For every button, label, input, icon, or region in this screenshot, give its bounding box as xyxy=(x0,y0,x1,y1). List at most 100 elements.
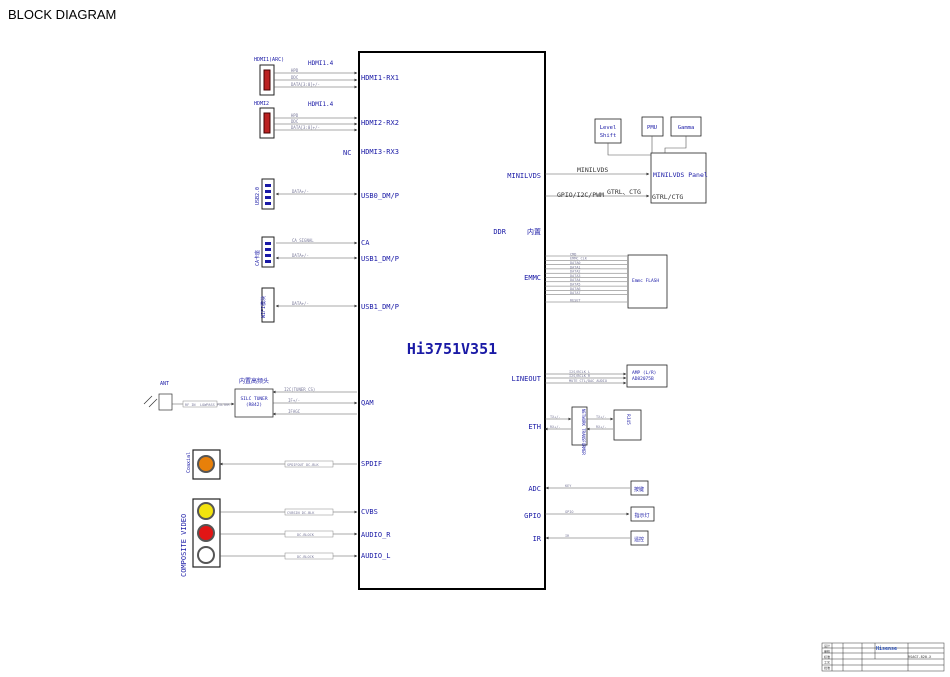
minilvds-line-label: MINILVDS xyxy=(577,166,608,174)
emmc-bus-label: DATA4 xyxy=(570,278,581,282)
hdmi1-port-icon xyxy=(263,69,271,91)
spdif-box: SPDIFOUT DC-BLK xyxy=(287,463,320,467)
key-line: KEY xyxy=(565,484,572,488)
title-block-row-label: 工艺 xyxy=(824,660,830,665)
hdmi1-hpd: HPD xyxy=(291,68,299,73)
pin-nc: NC xyxy=(343,149,351,157)
tuner-agc: IFAGC xyxy=(288,409,301,414)
minilvds-panel-label: MINILVDS Panel xyxy=(653,171,708,179)
composite-label: COMPOSITE VIDEO xyxy=(180,514,188,577)
ca-signal: CA_SIGNAL xyxy=(292,238,314,243)
amp-line-3: MUTE_CTL/DAC_AUDIO xyxy=(569,379,607,383)
ir-line: IR xyxy=(565,534,570,538)
tuner-part: (R842) xyxy=(246,402,262,408)
ant-connector xyxy=(158,393,173,411)
amp-line-2: I2S/BCLK_R xyxy=(569,374,591,378)
title-block xyxy=(821,642,945,672)
pin-qam: QAM xyxy=(361,399,374,407)
key-box xyxy=(630,480,649,496)
product-code: RSAG7.820.X xyxy=(908,655,932,659)
pin-minilvds: MINILVDS xyxy=(507,172,541,180)
emmc-bus-label: DATA0 xyxy=(570,261,581,265)
pin-cvbs: CVBS xyxy=(361,508,378,516)
hdmi2-ddc: DDC xyxy=(291,119,299,124)
hdmi1-ver: HDMI1.4 xyxy=(308,60,334,67)
tuner-header: 内置高频头 xyxy=(239,377,269,385)
emmc-bus-label: DATA1 xyxy=(570,265,581,269)
pin-hdmi2: HDMI2-RX2 xyxy=(361,119,399,127)
hdmi1-data: DATA[3:0]+/- xyxy=(291,82,320,87)
emmc-bus-label: DATA6 xyxy=(570,287,581,291)
tuner-if: IF+/- xyxy=(288,398,300,403)
pin-usb0: USB0_DM/P xyxy=(361,192,399,200)
level-shift-box xyxy=(594,118,622,144)
pmu-box xyxy=(641,116,664,137)
eth-tx: TX+/- xyxy=(550,415,561,419)
title-block-row-label: 标准 xyxy=(824,654,830,659)
lowpass-filter xyxy=(182,400,218,408)
tuner-box xyxy=(234,388,274,418)
emmc-flash-box xyxy=(627,254,668,309)
pin-ir: IR xyxy=(533,535,542,543)
pin-usb1a: USB1_DM/P xyxy=(361,255,399,263)
title-block-row-label: 批准 xyxy=(824,665,830,670)
eth-tx-2: TX+/- xyxy=(596,415,607,419)
led-box xyxy=(630,506,655,522)
usb2-label: USB2.0 xyxy=(255,187,261,205)
emmc-bus-label: EMMC_CLK xyxy=(570,257,588,261)
chip-name: Hi3751V351 xyxy=(407,340,497,358)
eth-rx-2: RX+/- xyxy=(596,425,607,429)
cvbs-box: CVBSIN DC-BLK xyxy=(287,511,315,515)
eth-rx: RX+/- xyxy=(550,425,561,429)
pin-eth: ETH xyxy=(528,423,541,431)
pin-hdmi1: HDMI1-RX1 xyxy=(361,74,399,82)
tuner-name: SILC TUNER xyxy=(240,396,267,402)
pin-ddr: DDR xyxy=(493,228,506,236)
network-transformer-box xyxy=(571,406,588,446)
key-label: 按键 xyxy=(634,486,644,493)
audio-r-box: DC-BLOCK xyxy=(297,533,315,537)
ant-label: ANT xyxy=(160,381,169,387)
pin-audio-r: AUDIO_R xyxy=(361,531,391,539)
ca-label: CA卡座 xyxy=(254,250,261,266)
amp-line-1: I2S/BCLK_L xyxy=(569,370,590,374)
amp-box xyxy=(626,364,668,388)
hdmi2-port-icon xyxy=(263,112,271,134)
level-shift-1: Level xyxy=(600,125,617,131)
pin-usb1b: USB1_DM/P xyxy=(361,303,399,311)
led-label: 指示灯 xyxy=(634,512,649,519)
ir-box xyxy=(630,530,649,546)
emmc-bus-label: DATA7 xyxy=(570,291,581,295)
gamma-label: Gamma xyxy=(678,125,695,131)
usb0-data: DATA+/- xyxy=(292,189,309,194)
company-logo-text: Hisense xyxy=(876,646,897,652)
title-block-row-label: 审核 xyxy=(824,649,830,654)
hdmi1-conn-label: HDMI1(ARC) xyxy=(254,57,284,63)
tuner-ctrl: I2C(TUNER_CS) xyxy=(284,387,315,392)
main-chip-box xyxy=(358,51,546,590)
level-shift-2: Shift xyxy=(600,133,617,139)
pin-hdmi3: HDMI3-RX3 xyxy=(361,148,399,156)
usb1a-data: DATA+/- xyxy=(292,253,309,258)
emmc-bus-label: DATA3 xyxy=(570,274,581,278)
audio-l-box: DC-BLOCK xyxy=(297,555,315,559)
emmc-bus-label: CMD xyxy=(570,252,576,256)
minilvds-panel-box xyxy=(650,152,707,204)
gtrl-ctg-label-2: GTRL/CTG xyxy=(652,193,683,201)
hdmi1-ddc: DDC xyxy=(291,75,299,80)
amp-label-1: AMP (L/R) xyxy=(632,370,656,376)
title-block-row-label: 设计 xyxy=(824,643,830,648)
pin-lineout: LINEOUT xyxy=(511,375,541,383)
coaxial-orange-icon xyxy=(199,457,213,471)
filter-label: LOWPASS FILTER xyxy=(200,403,230,407)
hdmi2-data: DATA[3:0]+/- xyxy=(291,125,320,130)
pin-gpio: GPIO xyxy=(524,512,541,520)
gpio-line: GPIO xyxy=(565,510,573,514)
wifi-label: WIFI模块 xyxy=(260,296,267,318)
hdmi2-conn-label: HDMI2 xyxy=(254,101,269,107)
emmc-flash-label: Emmc FLASH xyxy=(632,278,659,284)
rj45-box xyxy=(613,409,642,441)
rj45-label: RJ45 xyxy=(625,414,631,425)
